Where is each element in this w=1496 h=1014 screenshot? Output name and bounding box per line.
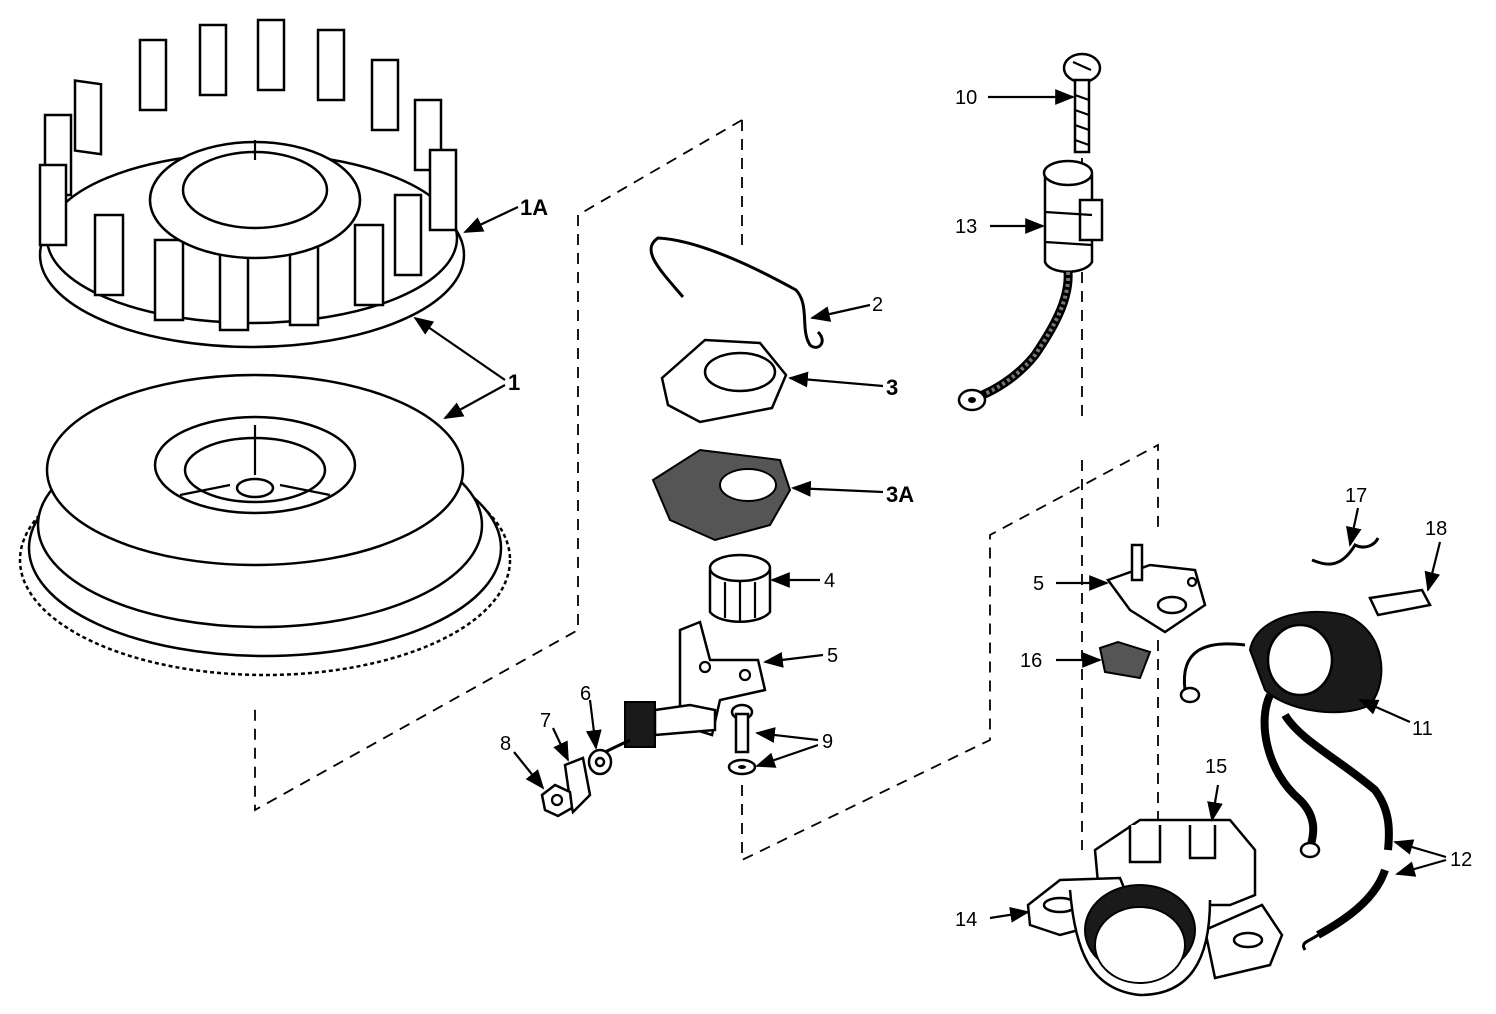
- bushing-part: [708, 553, 772, 623]
- callout-15: 15: [1205, 756, 1227, 778]
- callout-16: 16: [1020, 650, 1042, 672]
- callout-14: 14: [955, 909, 977, 931]
- felt-pad-part: [1098, 640, 1152, 680]
- top-screw-part: [1062, 52, 1102, 154]
- callout-labels: 1A 1 2 3 3A 4 5 6 7 8 9 10 13 5 16 17 18…: [500, 87, 1472, 931]
- callout-5-left: 5: [827, 645, 838, 667]
- flywheel-part: [18, 373, 512, 677]
- callout-11: 11: [1412, 718, 1433, 740]
- flywheel-fan-part: [38, 18, 466, 349]
- callout-9: 9: [822, 731, 833, 753]
- callout-7: 7: [540, 710, 551, 732]
- breaker-housing-part: [1026, 818, 1284, 997]
- callout-10: 10: [955, 87, 977, 109]
- callout-4: 4: [824, 570, 835, 592]
- breaker-arm-part: [604, 620, 767, 754]
- breaker-plate-part: [1106, 543, 1207, 634]
- callout-1A: 1A: [520, 195, 548, 220]
- lead-wire-part: [1281, 712, 1393, 951]
- felt-washer-part: [651, 448, 792, 542]
- cover-plate-part: [660, 338, 788, 424]
- ignition-coil-part: [1179, 611, 1383, 859]
- screw-and-washer-part: [727, 703, 757, 776]
- callout-1: 1: [508, 370, 520, 395]
- callout-18: 18: [1425, 518, 1447, 540]
- callout-3: 3: [886, 375, 898, 400]
- condenser-part: [957, 159, 1104, 412]
- small-clip-part: [1368, 588, 1432, 617]
- callout-3A: 3A: [886, 482, 914, 507]
- callout-8: 8: [500, 733, 511, 755]
- callout-13: 13: [955, 216, 977, 238]
- small-hardware-parts: [540, 748, 613, 818]
- callout-6: 6: [580, 683, 591, 705]
- callout-2: 2: [872, 294, 883, 316]
- spring-clip-part: [649, 236, 824, 349]
- callout-12: 12: [1450, 849, 1472, 871]
- small-spring-part: [1311, 537, 1380, 566]
- callout-17: 17: [1345, 485, 1367, 507]
- callout-5-right: 5: [1033, 573, 1044, 595]
- callout-leaders: [413, 89, 1447, 923]
